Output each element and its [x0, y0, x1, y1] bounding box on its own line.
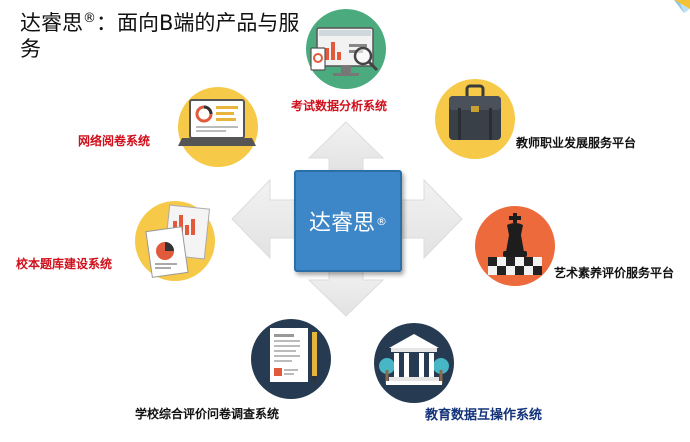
label-exam-analysis: 考试数据分析系统 [291, 99, 388, 113]
label-art-literacy: 艺术素养评价服务平台 [554, 266, 675, 280]
center-registered-mark: ® [376, 214, 387, 228]
label-teacher-development: 教师职业发展服务平台 [516, 136, 637, 150]
label-question-bank: 校本题库建设系统 [16, 257, 113, 271]
chess-king-icon [475, 206, 555, 286]
center-brand-box: 达睿思® [294, 170, 402, 272]
center-brand-text: 达睿思 [308, 211, 375, 236]
museum-building-icon [374, 323, 454, 403]
label-data-interoperability: 教育数据互操作系统 [425, 408, 543, 423]
arrow-up [307, 121, 385, 173]
briefcase-icon [435, 79, 515, 159]
label-online-marking: 网络阅卷系统 [78, 134, 151, 148]
title-registered-mark: ® [83, 11, 96, 26]
arrow-left [231, 178, 297, 260]
document-pen-icon [251, 319, 331, 399]
label-school-survey: 学校综合评价问卷调查系统 [135, 407, 280, 421]
report-papers-icon [135, 201, 215, 281]
title-brand: 达睿思 [20, 11, 83, 35]
arrow-down [307, 265, 385, 317]
title-rest: ：面向B端的产品与服务 [20, 11, 300, 61]
page-title: 达睿思®：面向B端的产品与服务 [20, 6, 320, 62]
arrow-right [397, 178, 463, 260]
monitor-chart-icon [306, 9, 386, 89]
corner-logo-icon [674, 0, 690, 13]
laptop-dashboard-icon [178, 87, 258, 167]
